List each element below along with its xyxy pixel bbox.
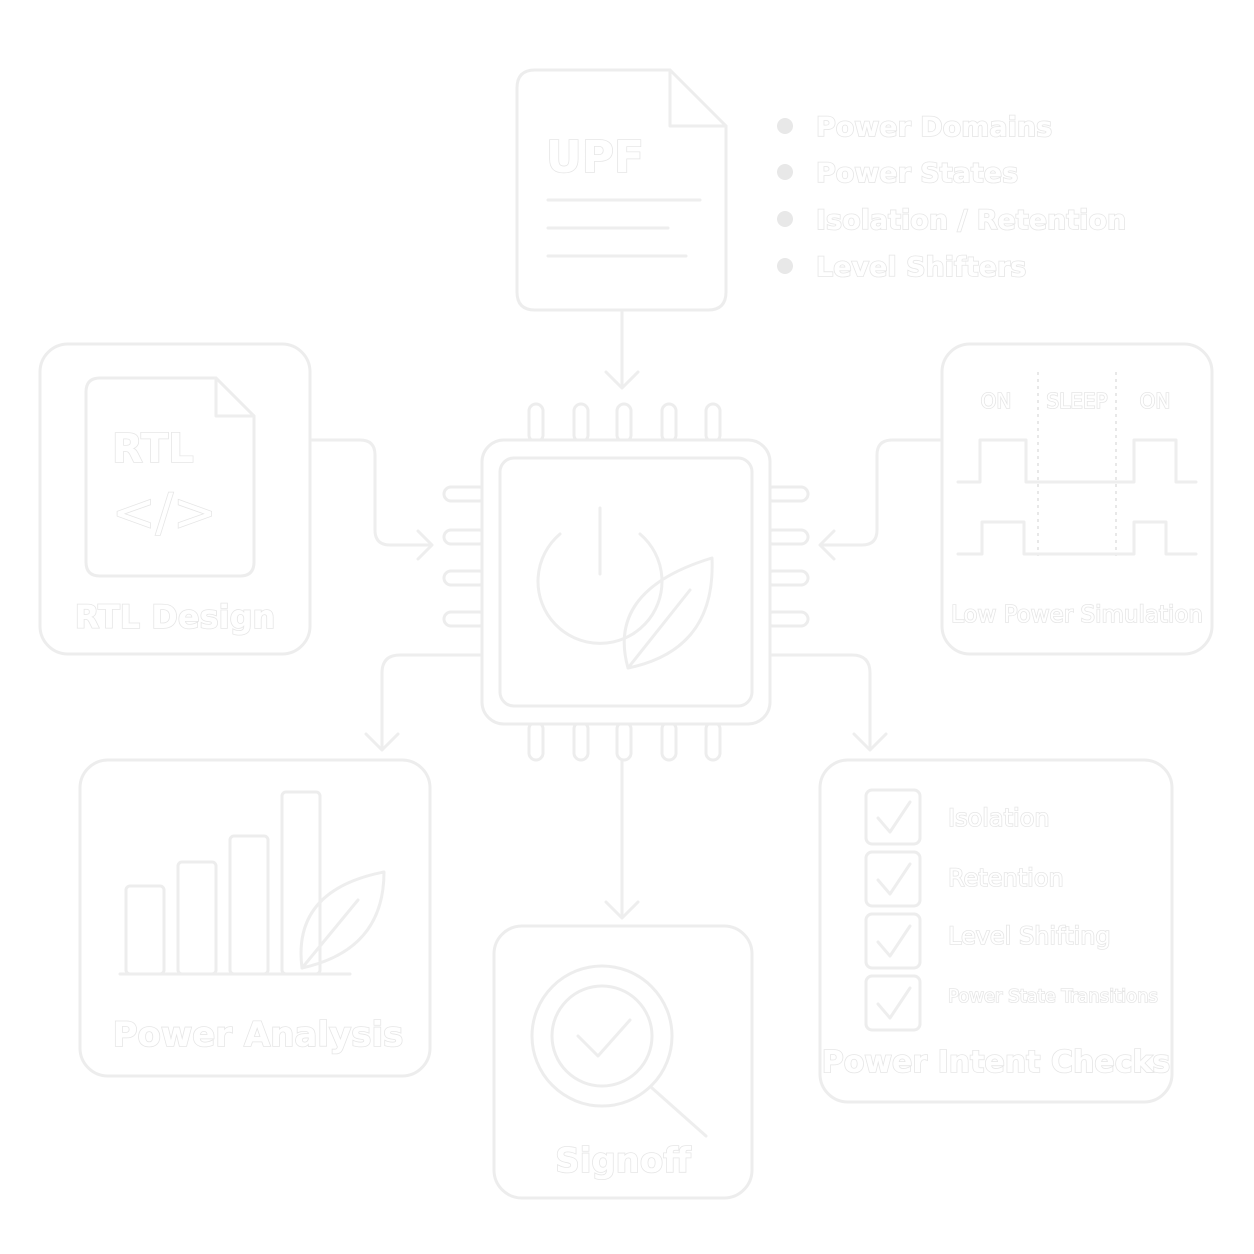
- chip-pin: [615, 402, 633, 444]
- checks-caption: Power Intent Checks: [822, 1045, 1171, 1080]
- chip-pin: [442, 485, 488, 503]
- code-icon: </>: [112, 483, 217, 543]
- check-item-2: Retention: [948, 864, 1064, 892]
- state-label-sleep: SLEEP: [1046, 389, 1107, 413]
- bar-3: [228, 834, 270, 976]
- rtl-document-outline: [84, 376, 256, 578]
- chip-pin: [527, 720, 545, 762]
- bullet-dot: [777, 258, 793, 274]
- analysis-leaf-icon: [299, 870, 386, 970]
- chip-pin: [764, 610, 810, 628]
- rtl-document-fold: [214, 376, 256, 418]
- bar-2: [176, 860, 218, 976]
- chip-pin: [764, 569, 810, 587]
- checkmark-4: [876, 986, 912, 1020]
- power-intent-checks-card: Isolation Retention Level Shifting Power…: [818, 758, 1174, 1104]
- magnifier-handle: [650, 1086, 708, 1138]
- state-label-on-1: ON: [981, 389, 1012, 413]
- checkbox-1: [864, 788, 922, 846]
- chip-to-checks-arrow: [770, 653, 888, 752]
- bullet-dot: [777, 164, 793, 180]
- waveform-1: [956, 438, 1198, 484]
- chip-pin: [615, 720, 633, 762]
- chip-body-inner: [498, 456, 754, 708]
- chip-pin: [442, 528, 488, 546]
- sim-to-chip-arrow: [818, 438, 944, 561]
- upf-document-fold: [668, 68, 728, 128]
- connectors: [308, 310, 944, 920]
- chip-pin: [764, 528, 810, 546]
- chip-pin: [764, 485, 810, 503]
- upf-bullet-2: Power States: [816, 158, 1018, 189]
- power-analysis-card: Power Analysis: [78, 758, 432, 1078]
- upf-document: UPF: [515, 68, 728, 312]
- chip-pin: [660, 720, 678, 762]
- checkmark-1: [876, 800, 912, 834]
- bar-1: [124, 884, 166, 976]
- waveform-2: [956, 520, 1198, 556]
- upf-bullet-3: Isolation / Retention: [816, 205, 1126, 236]
- chip-pin: [660, 402, 678, 444]
- rtl-to-chip-arrow: [308, 438, 434, 561]
- low-power-simulation-card: ON SLEEP ON Low Power Simulation: [940, 342, 1214, 656]
- check-icon: [576, 1018, 632, 1058]
- upf-bullet-4: Level Shifters: [816, 252, 1026, 283]
- chip-to-signoff-arrow: [604, 753, 640, 920]
- simulation-caption: Low Power Simulation: [951, 602, 1203, 628]
- power-icon: [536, 532, 664, 645]
- chip-pin: [572, 720, 590, 762]
- upf-document-outline: [515, 68, 728, 312]
- check-item-3: Level Shifting: [948, 922, 1111, 950]
- upf-to-chip-arrow: [604, 310, 640, 390]
- signoff-caption: Signoff: [555, 1141, 691, 1181]
- simulation-card-frame: [940, 342, 1214, 656]
- upf-bullet-1: Power Domains: [816, 112, 1052, 143]
- state-label-on-2: ON: [1140, 389, 1171, 413]
- bullet-dot: [777, 211, 793, 227]
- checkbox-3: [864, 912, 922, 970]
- upf-document-label: UPF: [546, 132, 644, 183]
- checkbox-2: [864, 850, 922, 908]
- check-item-1: Isolation: [948, 804, 1050, 832]
- checkbox-4: [864, 974, 922, 1032]
- upf-bullet-list: Power Domains Power States Isolation / R…: [777, 111, 1127, 284]
- checkmark-3: [876, 924, 912, 958]
- chip-pin: [442, 610, 488, 628]
- check-item-4: Power State Transitions: [948, 986, 1158, 1007]
- chip-pin: [572, 402, 590, 444]
- rtl-caption: RTL Design: [75, 598, 276, 636]
- rtl-document-label: RTL: [112, 426, 194, 472]
- leaf-icon: [622, 556, 714, 670]
- power-chip: [442, 402, 810, 762]
- bullet-dot: [777, 118, 793, 134]
- checkmark-2: [876, 862, 912, 896]
- chip-pin: [704, 720, 722, 762]
- signoff-card: Signoff: [492, 924, 754, 1200]
- chip-pin: [442, 569, 488, 587]
- analysis-caption: Power Analysis: [113, 1015, 404, 1055]
- chip-to-analysis-arrow: [364, 653, 482, 752]
- chip-pin: [704, 402, 722, 444]
- chip-pin: [527, 402, 545, 444]
- rtl-design-card: RTL </> RTL Design: [38, 342, 312, 656]
- magnifier-icon-inner: [550, 984, 654, 1088]
